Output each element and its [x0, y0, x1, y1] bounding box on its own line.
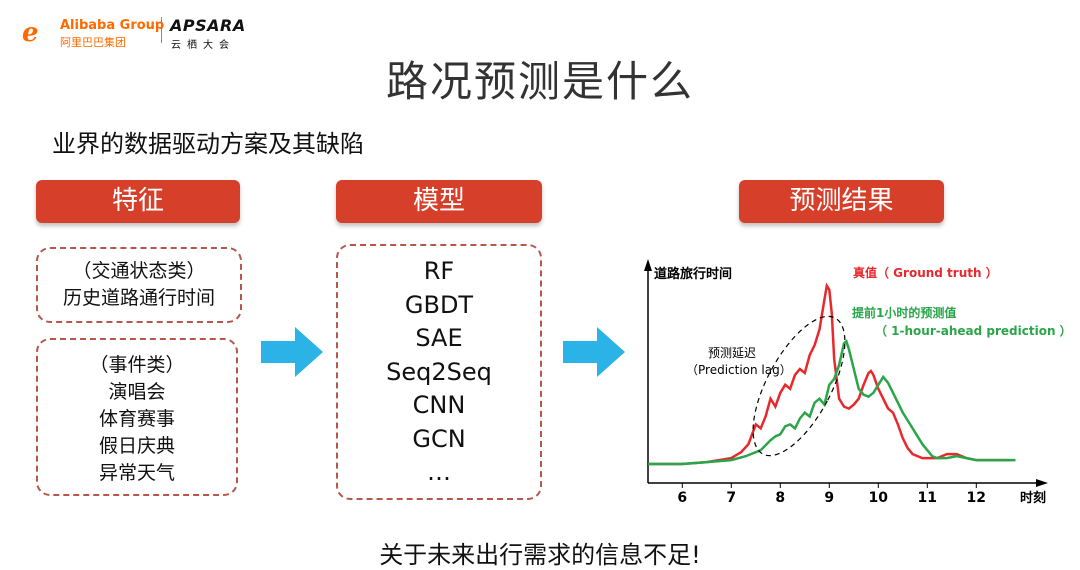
x-tick-label: 7: [726, 490, 736, 506]
results-header: 预测结果: [739, 180, 944, 223]
apsara-cn-name: 云栖大会: [171, 40, 235, 51]
legend-prediction-line1: 提前1小时的预测值: [852, 305, 956, 320]
event-features-box: （事件类） 演唱会 体育赛事 假日庆典 异常天气: [36, 338, 238, 496]
arrow-right-icon: [563, 327, 625, 377]
lag-annotation-line1: 预测延迟: [708, 346, 756, 360]
feature-item: 体育赛事: [98, 408, 175, 430]
feature-item: 演唱会: [108, 381, 166, 403]
models-box: RF GBDT SAE Seq2Seq CNN GCN …: [336, 244, 542, 500]
x-tick-label: 9: [824, 490, 834, 506]
model-item: RF: [423, 257, 455, 285]
model-item: GBDT: [404, 290, 474, 319]
y-axis-arrow-icon: [644, 259, 652, 271]
model-item: …: [427, 458, 451, 486]
x-tick-label: 11: [918, 490, 937, 506]
series-line-prediction: [648, 339, 1016, 466]
legend-prediction-line2: （ 1-hour-ahead prediction ）: [875, 323, 1070, 338]
x-tick-label: 8: [775, 490, 785, 506]
model-item: SAE: [415, 324, 463, 352]
apsara-name: APSARA: [170, 16, 246, 35]
x-tick-label: 6: [677, 490, 687, 506]
x-axis-arrow-icon: [1036, 479, 1048, 487]
feature-category-events: （事件类）: [89, 354, 185, 376]
prediction-lag-ellipse: [752, 315, 846, 457]
apsara-logo: APSARA 云栖大会: [170, 14, 252, 51]
models-header: 模型: [336, 180, 542, 223]
model-item: Seq2Seq: [386, 357, 492, 386]
feature-item: 异常天气: [98, 462, 175, 484]
feature-item: 历史道路通行时间: [62, 287, 215, 309]
logo-divider: [161, 17, 162, 43]
alibaba-mark-icon: e: [22, 18, 39, 48]
series-line-ground-truth: [648, 282, 1011, 466]
model-item: GCN: [412, 424, 466, 453]
footer-conclusion: 关于未来出行需求的信息不足!: [379, 541, 701, 569]
model-item: CNN: [412, 391, 466, 419]
feature-item: 假日庆典: [98, 435, 175, 457]
feature-category-traffic: （交通状态类）: [72, 260, 206, 282]
x-tick-label: 10: [869, 490, 889, 506]
subtitle: 业界的数据驱动方案及其缺陷: [52, 130, 364, 158]
page-title: 路况预测是什么: [385, 57, 694, 106]
y-axis-label: 道路旅行时间: [654, 266, 732, 282]
alibaba-name: Alibaba Group: [60, 18, 165, 33]
features-header: 特征: [36, 180, 240, 223]
x-axis-label: 时刻: [1020, 490, 1046, 506]
chart-axes: [644, 259, 1048, 487]
alibaba-cn-name: 阿里巴巴集团: [60, 36, 126, 49]
legend-ground-truth: 真值（ Ground truth ）: [853, 265, 998, 280]
x-tick-label: 12: [967, 490, 986, 506]
lag-annotation-line2: （Prediction lag）: [686, 363, 792, 377]
arrow-right-icon: [261, 327, 323, 377]
traffic-features-box: （交通状态类） 历史道路通行时间: [36, 247, 242, 323]
alibaba-logo: e Alibaba Group 阿里巴巴集团: [22, 14, 172, 49]
